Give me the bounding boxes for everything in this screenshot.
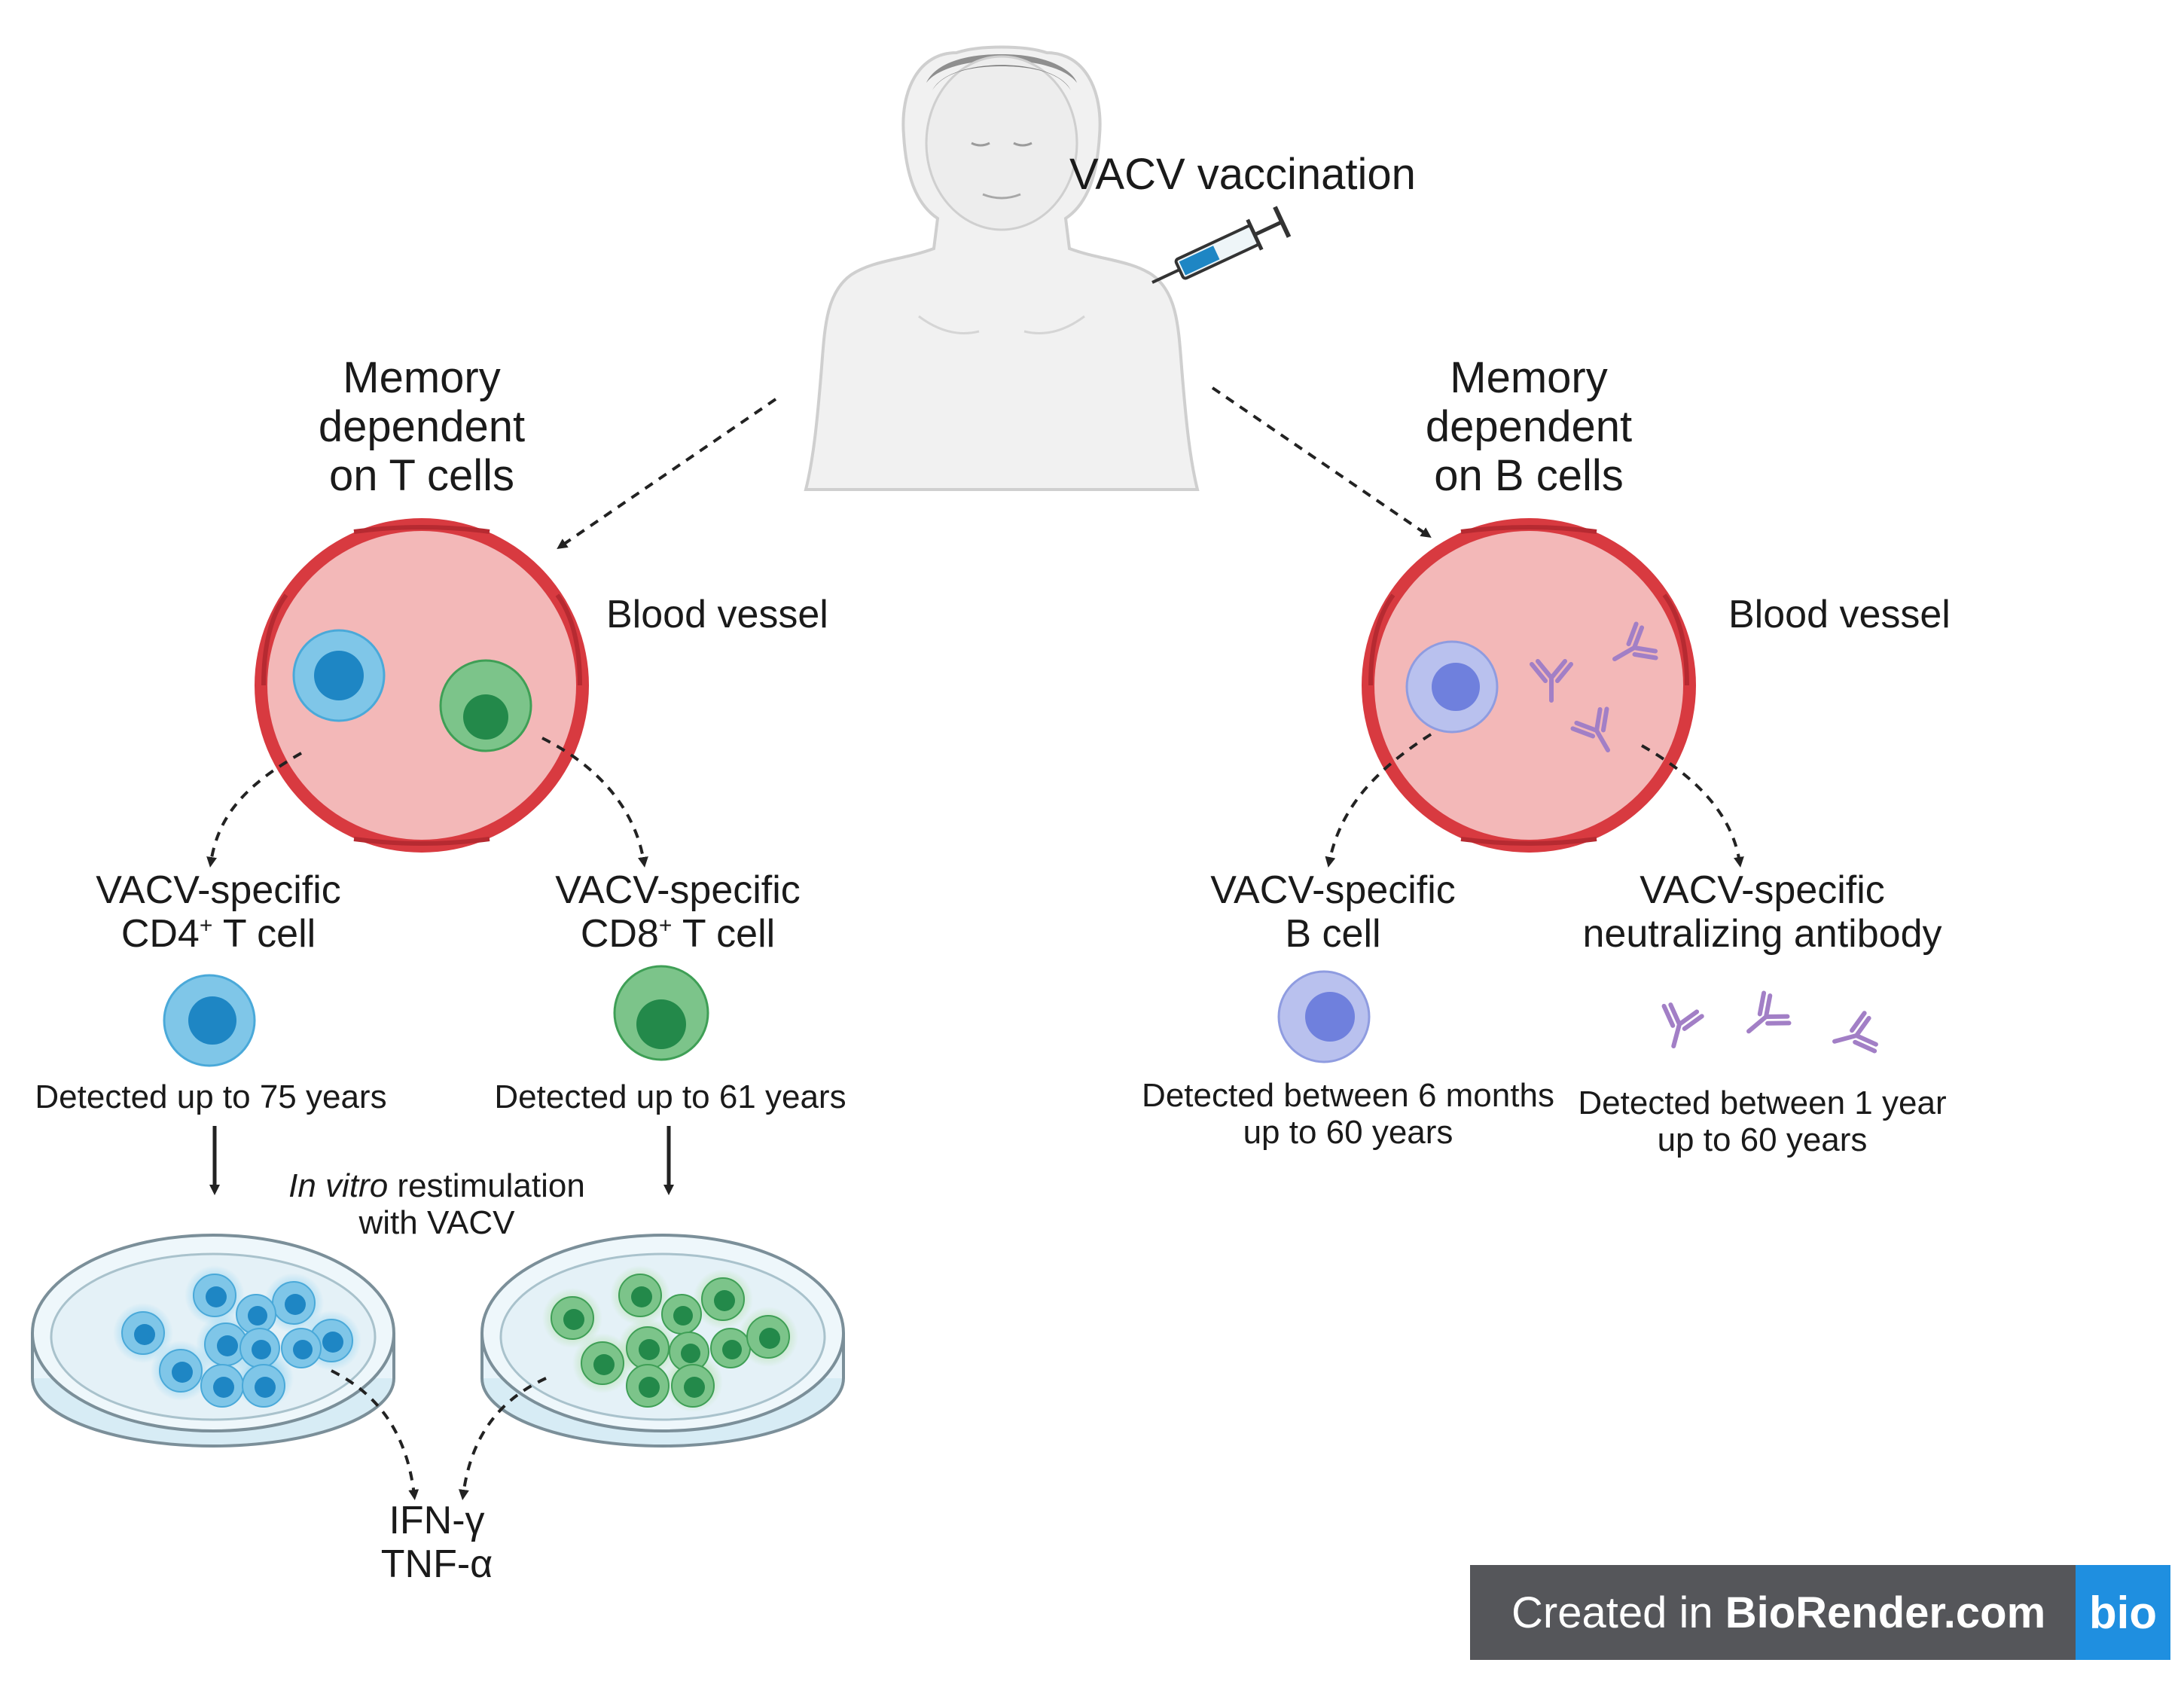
label-line: B cell [1285,912,1381,956]
petri-dish-cd8 [480,1234,845,1448]
superscript: + [199,913,213,938]
human-figure [804,45,1200,491]
restimulation-label: In vitro restimulation with VACV [249,1167,625,1242]
biorender-badge[interactable]: Created in BioRender.com bio [1470,1565,2170,1660]
italic-text: In vitro [288,1167,389,1204]
cd8-detection-text: Detected up to 61 years [494,1078,846,1115]
badge-brand: BioRender.com [1725,1588,2046,1637]
antibody-icon [1832,1011,1878,1054]
cytokines-label: IFN-γ TNF-α [324,1499,550,1586]
arrow-dish-cd8-to-cytokines [458,1377,547,1500]
title-line: on T cells [328,450,515,500]
label-line: VACV-specific [1640,868,1885,912]
petri-dish-cd4 [31,1234,395,1448]
label-part: restimulation [388,1167,585,1204]
antibody-icon [1661,1002,1704,1048]
title-line: Memory [1450,353,1608,402]
antibody-icon [1530,659,1573,703]
antibody-detection-text: Detected between 1 year up to 60 years [1551,1085,1973,1159]
label-line: VACV-specific [1210,868,1456,912]
biorender-logo-icon: bio [2076,1565,2170,1660]
antibody-label: VACV-specific neutralizing antibody [1551,868,1973,956]
superscript: + [658,913,673,938]
label-line: CD8+ T cell [520,912,836,956]
badge-text: Created in BioRender.com [1470,1588,2076,1638]
antibody-icon [1612,621,1658,661]
arrow-to-antibody [1641,744,1744,868]
label-line: VACV-specific [555,868,801,912]
badge-prefix: Created in [1511,1588,1725,1637]
label-line: neutralizing antibody [1582,912,1942,956]
arrow-to-b-cell-branch [1211,386,1432,538]
label-part: CD8 [580,912,659,956]
label-line: VACV-specific [96,868,341,912]
b-cell-memory-title: Memory dependent on B cells [1378,353,1679,501]
label-part: CD4 [120,912,200,956]
cd4-detection-text: Detected up to 75 years [35,1078,387,1115]
label-line: with VACV [358,1204,515,1242]
cytokine: TNF-α [380,1542,493,1587]
detection-line: Detected between 6 months [1142,1077,1554,1114]
blood-vessel-label-right: Blood vessel [1728,593,1951,636]
cd8-t-cell-icon [613,965,709,1061]
label-line: CD4+ T cell [68,912,369,956]
antibody-icon [1570,706,1610,752]
syringe-icon [1151,206,1292,284]
arrow-to-t-cell-branch [557,398,777,549]
title-line: dependent [1425,401,1633,451]
arrow-dish-cd4-to-cytokines [331,1369,419,1500]
bcell-detection-text: Detected between 6 months up to 60 years [1122,1077,1574,1152]
vaccination-title: VACV vaccination [1069,150,1416,199]
b-cell-label: VACV-specific B cell [1182,868,1484,956]
cytokine: IFN-γ [389,1499,485,1542]
arrow-to-cd8 [541,737,648,868]
t-cell-memory-title: Memory dependent on T cells [271,353,572,501]
antibody-icon [1746,990,1792,1034]
arrow-to-cd4 [206,752,302,868]
label-part: T cell [672,912,776,956]
blood-vessel-left [255,518,589,853]
blood-vessel-label-left: Blood vessel [606,593,828,636]
title-line: on B cells [1434,450,1624,500]
label-line: In vitro restimulation [249,1167,625,1204]
title-line: Memory [343,353,501,402]
cd4-cell-label: VACV-specific CD4+ T cell [68,868,369,956]
cd4-t-cell-icon [163,974,256,1067]
detection-line: up to 60 years [1243,1114,1453,1152]
arrow-to-bcell [1325,733,1432,868]
title-line: dependent [318,401,526,451]
blood-vessel-right [1362,518,1696,853]
cd8-cell-label: VACV-specific CD8+ T cell [520,868,836,956]
detection-line: up to 60 years [1657,1121,1868,1159]
label-part: T cell [212,912,316,956]
detection-line: Detected between 1 year [1578,1085,1947,1121]
b-cell-icon [1277,970,1371,1063]
